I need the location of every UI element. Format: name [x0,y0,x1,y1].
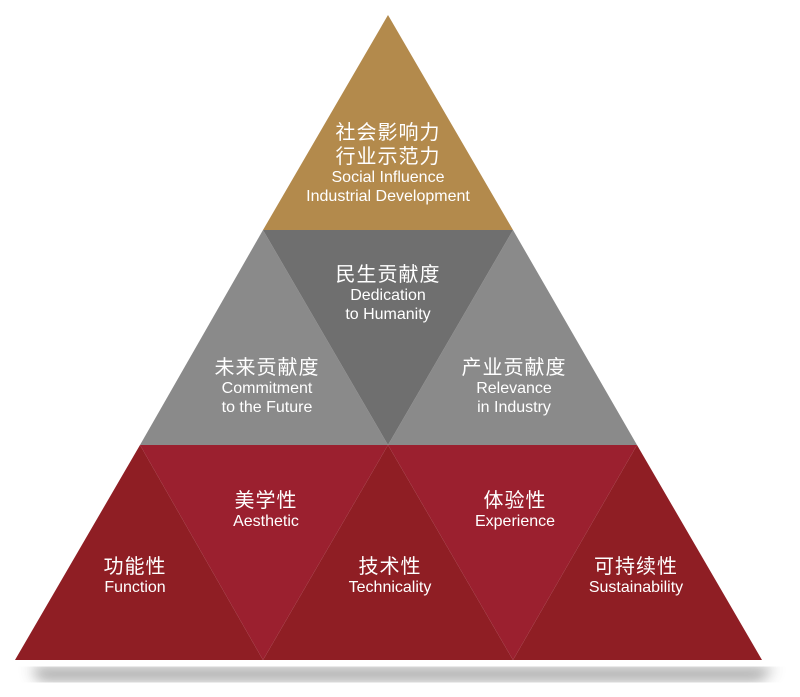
bottom-zh: 可持续性 [594,554,678,578]
bottom-en: Experience [474,513,556,530]
tier-bottom-left [15,445,263,660]
top-en-1: Social Influence [331,169,445,186]
bottom-en: Sustainability [588,579,684,596]
bottom-zh: 体验性 [483,488,547,512]
bottom-zh: 技术性 [358,554,422,578]
top-label: 社会影响力 行业示范力 Social Influence Industrial … [306,120,470,206]
bottom-en: Function [104,579,166,596]
bottom-label-experience: 体验性 Experience [475,488,555,531]
bottom-label-technicality: 技术性 Technicality [349,554,432,597]
mid-en-1: Relevance [476,380,552,397]
mid-zh: 产业贡献度 [461,355,567,379]
tier-bottom-right [513,445,762,660]
top-zh-1: 社会影响力 [335,120,441,144]
mid-center-label: 民生贡献度 Dedication to Humanity [336,262,441,324]
mid-right-label: 产业贡献度 Relevance in Industry [462,355,567,417]
mid-en-2: in Industry [477,399,551,417]
mid-en-1: Dedication [350,287,426,304]
bottom-zh: 美学性 [234,488,298,512]
bottom-en: Technicality [348,579,432,596]
mid-zh: 民生贡献度 [335,262,441,286]
pyramid-shadow [30,668,775,680]
mid-en-2: to the Future [221,399,313,417]
tier-mid-right [388,230,637,445]
bottom-label-aesthetic: 美学性 Aesthetic [233,488,299,531]
mid-zh: 未来贡献度 [214,355,320,379]
mid-en-1: Commitment [221,380,313,397]
bottom-en: Aesthetic [233,513,299,530]
bottom-zh: 功能性 [103,554,167,578]
tier-mid-center [263,230,513,445]
tier-bottom-inv-right [388,445,637,660]
tier-bottom-inv-left [140,445,388,660]
tier-bottom-center [263,445,513,660]
tier-top [263,15,513,230]
mid-en-2: to Humanity [345,306,431,324]
top-zh-2: 行业示范力 [335,144,441,168]
tier-mid-left [140,230,388,445]
mid-left-label: 未来贡献度 Commitment to the Future [215,355,320,417]
bottom-label-function: 功能性 Function [104,554,167,597]
bottom-label-sustainability: 可持续性 Sustainability [589,554,683,597]
top-en-2: Industrial Development [306,188,470,206]
